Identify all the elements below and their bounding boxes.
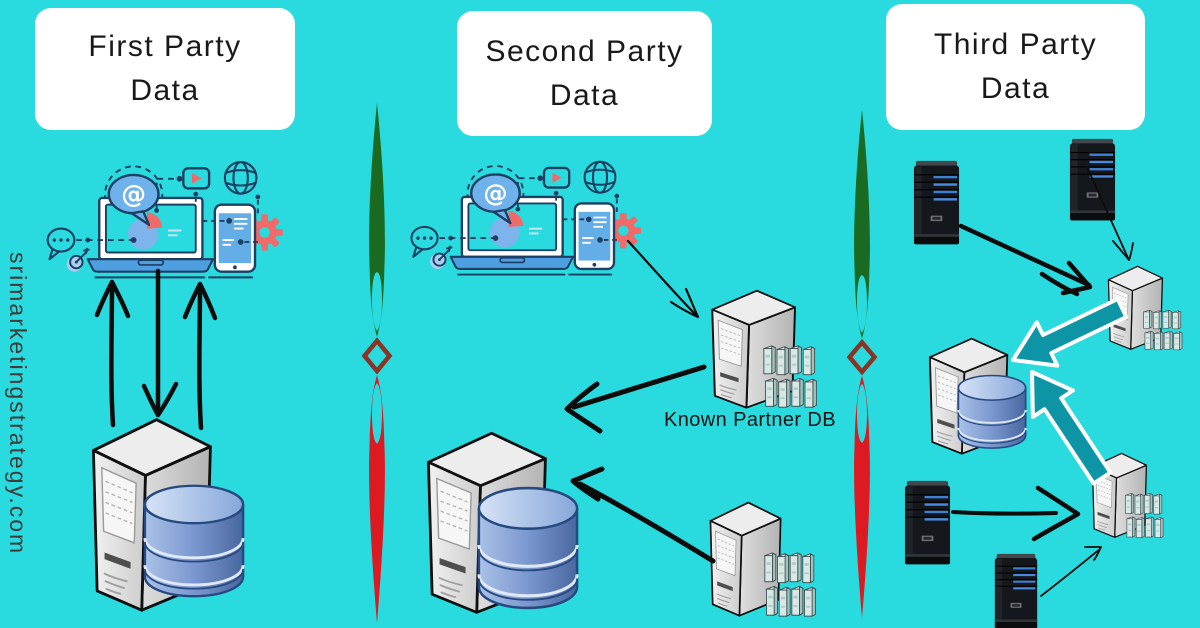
title-line: Data (130, 74, 200, 107)
known-partner-db-label: Known Partner DB (663, 409, 837, 431)
second-party-title-card: Second Party Data (457, 11, 712, 136)
watermark-site-url: srimarketingstrategy.com (5, 252, 31, 556)
third-party-source-pc-3 (904, 480, 951, 565)
second-party-server-group (427, 431, 579, 614)
title-line: Third Party (933, 28, 1098, 61)
arrow-pc4-to-aggregator (1040, 548, 1101, 597)
teal-block-arrow-bottom (1030, 370, 1113, 486)
known-partner-db-server (711, 289, 816, 409)
second-party-touchpoints-illustration (410, 160, 643, 276)
title-line: Second Party (485, 34, 684, 68)
third-party-source-pc-1 (913, 160, 960, 245)
second-partner-server (709, 501, 815, 617)
second-party-flow-arrows (564, 239, 716, 564)
up-arrow (197, 283, 204, 431)
title-line: First Party (88, 30, 242, 63)
divider-first-second (365, 103, 390, 623)
arrow-partner-to-central (571, 364, 707, 410)
teal-aggregation-arrows (1011, 297, 1129, 486)
up-arrow (109, 281, 116, 428)
title-line: Data (549, 78, 620, 112)
third-party-source-pc-4 (994, 553, 1038, 628)
third-party-title-card: Third Party Data (886, 4, 1145, 130)
first-party-server-group (91, 418, 245, 612)
third-party-flow-arrows (951, 166, 1134, 597)
divider-second-third (850, 110, 875, 618)
arrow-to-known-partner (626, 239, 698, 317)
third-party-central-server-group (928, 337, 1027, 455)
arrow-pc3-to-aggregator (951, 510, 1058, 516)
first-party-flow-arrows (94, 268, 218, 431)
arrow-pc1-to-aggregator (958, 223, 1092, 288)
teal-block-arrow-top (1011, 297, 1129, 368)
title-line: Data (980, 72, 1051, 105)
arrow-pc2-to-aggregator (1086, 166, 1129, 259)
first-party-title-card: First Party Data (35, 8, 295, 130)
arrow-partner2-to-central (577, 481, 716, 564)
first-party-touchpoints-illustration (46, 160, 284, 279)
